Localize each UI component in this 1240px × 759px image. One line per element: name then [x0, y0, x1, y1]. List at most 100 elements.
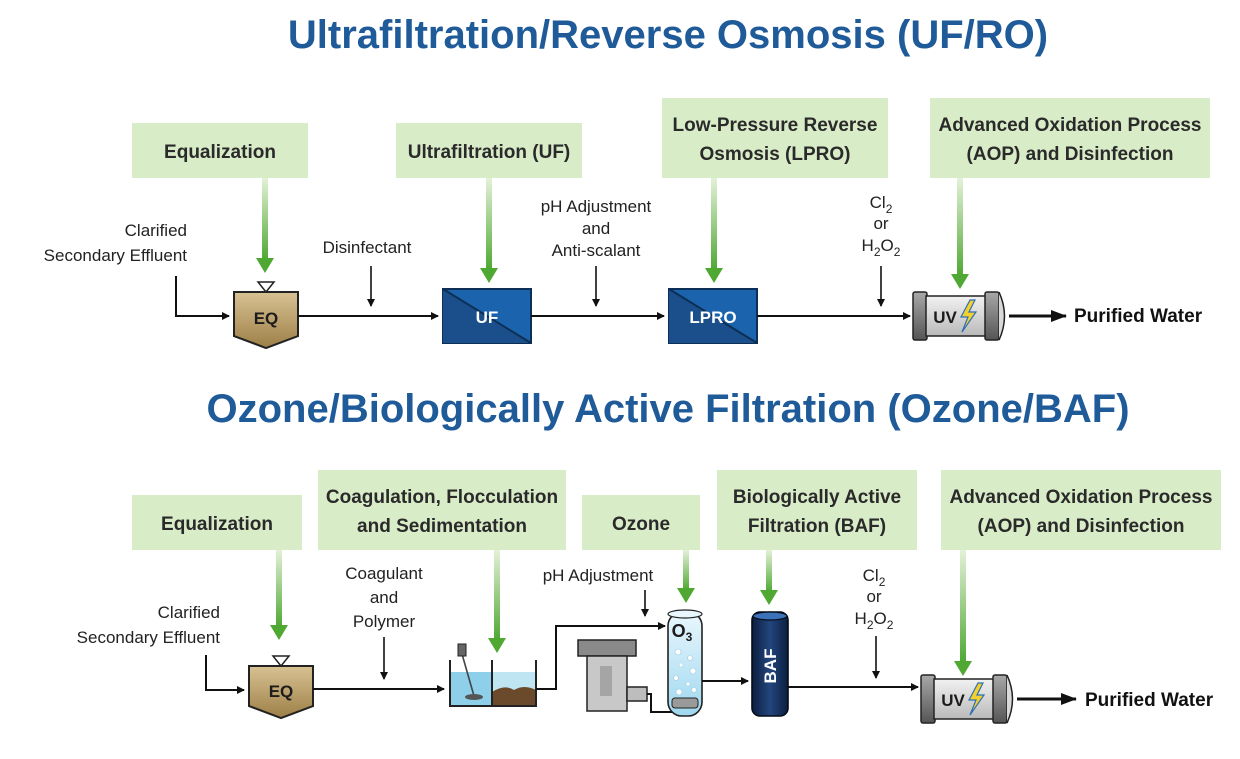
- stage-label: (AOP) and Disinfection: [978, 516, 1185, 537]
- unit-label: EQ: [269, 682, 294, 701]
- additive-label: Anti-scalant: [552, 241, 641, 260]
- green-arrow-icon: [488, 550, 506, 653]
- unit-label: UF: [476, 308, 499, 327]
- lightning-icon: [968, 682, 986, 716]
- stage-box-aop: Advanced Oxidation Process (AOP) and Dis…: [930, 98, 1210, 178]
- svg-text:Cl2: Cl2: [870, 193, 893, 216]
- uv-reactor: UV: [920, 674, 1014, 724]
- flow-line: [205, 655, 245, 694]
- stage-label: (AOP) and Disinfection: [967, 144, 1174, 165]
- additive-label: pH Adjustment: [541, 197, 652, 216]
- additive-label: pH Adjustment: [543, 566, 654, 585]
- uf-unit: UF: [442, 288, 532, 344]
- water-level-icon: [271, 655, 291, 668]
- uv-reactor: UV: [912, 291, 1006, 341]
- unit-label: BAF: [761, 649, 780, 684]
- oxidant-or: or: [873, 214, 888, 233]
- oxidant-sub: 2: [867, 618, 874, 632]
- oxidant-sub: 2: [887, 618, 894, 632]
- stage-label: Ozone: [612, 514, 670, 535]
- output-label: Purified Water: [1074, 306, 1203, 327]
- stage-label: and Sedimentation: [357, 516, 527, 537]
- oxidant-or: or: [866, 587, 881, 606]
- stage-label: Low-Pressure Reverse: [673, 115, 878, 136]
- input-label: Clarified: [158, 603, 220, 622]
- green-arrow-icon: [951, 178, 969, 289]
- svg-text:H2O2: H2O2: [862, 236, 901, 259]
- green-arrow-icon: [480, 178, 498, 283]
- stage-box-equalization: Equalization: [132, 495, 302, 550]
- o3-sub: 3: [686, 630, 693, 644]
- lpro-unit: LPRO: [668, 288, 758, 344]
- additive-label: and: [370, 588, 398, 607]
- baf-column: BAF: [751, 611, 789, 717]
- bubbles-icon: [673, 648, 697, 696]
- o3-o: O: [672, 621, 686, 641]
- gas-feed-line: [647, 693, 680, 713]
- unit-label: LPRO: [689, 308, 736, 327]
- ozone-contactor: O3: [667, 609, 703, 717]
- oxidant-o: O: [881, 236, 894, 255]
- green-arrow-icon: [954, 550, 972, 676]
- svg-text:H2O2: H2O2: [855, 609, 894, 632]
- water-level-icon: [256, 281, 276, 294]
- stage-label: Filtration (BAF): [748, 516, 886, 537]
- mixer-shaft: [461, 653, 475, 697]
- oxidant-sub: 2: [886, 202, 893, 216]
- oxidant-label: Cl2 or H2O2: [862, 193, 901, 259]
- stage-box-aop: Advanced Oxidation Process (AOP) and Dis…: [941, 470, 1221, 550]
- input-label: Secondary Effluent: [77, 628, 221, 647]
- oxidant-sub: 2: [874, 245, 881, 259]
- oxidant-sub: 2: [894, 245, 901, 259]
- additive-label: Coagulant: [345, 564, 423, 583]
- stage-label: Biologically Active: [733, 487, 901, 508]
- oxidant-label: Cl2 or H2O2: [855, 566, 894, 632]
- green-arrow-icon: [256, 178, 274, 273]
- stage-box-lpro: Low-Pressure Reverse Osmosis (LPRO): [662, 98, 888, 178]
- green-arrow-icon: [677, 550, 695, 603]
- oxidant-h: H: [862, 236, 874, 255]
- oxidant-cl: Cl: [863, 566, 879, 585]
- oxidant-sub: 2: [879, 575, 886, 589]
- eq-tank: EQ: [248, 655, 314, 720]
- green-arrow-icon: [270, 550, 288, 640]
- input-label: Secondary Effluent: [44, 246, 188, 265]
- lightning-icon: [960, 299, 978, 333]
- oxidant-h: H: [855, 609, 867, 628]
- additive-label: Disinfectant: [323, 238, 412, 257]
- svg-text:Cl2: Cl2: [863, 566, 886, 589]
- green-arrow-icon: [760, 550, 778, 605]
- flow-line: [175, 276, 230, 320]
- green-arrow-icon: [705, 178, 723, 283]
- eq-tank: EQ: [233, 281, 299, 350]
- coagulation-basin: [449, 643, 537, 707]
- stage-label: Advanced Oxidation Process: [939, 115, 1202, 136]
- stage-label: Coagulation, Flocculation: [326, 487, 558, 508]
- stage-box-baf: Biologically Active Filtration (BAF): [717, 470, 917, 550]
- section-title-uf-ro: Ultrafiltration/Reverse Osmosis (UF/RO): [288, 13, 1048, 57]
- stage-label: Osmosis (LPRO): [700, 144, 851, 165]
- stage-label: Equalization: [164, 142, 276, 163]
- unit-label: O3: [672, 621, 693, 644]
- stage-box-ozone: Ozone: [582, 495, 700, 550]
- unit-label: EQ: [254, 309, 279, 328]
- stage-label: Advanced Oxidation Process: [950, 487, 1213, 508]
- oxidant-o: O: [874, 609, 887, 628]
- section-title-ozone-baf: Ozone/Biologically Active Filtration (Oz…: [206, 387, 1129, 431]
- unit-label: UV: [933, 308, 957, 327]
- stage-label: Equalization: [161, 514, 273, 535]
- stage-box-equalization: Equalization: [132, 123, 308, 178]
- stage-box-coagulation: Coagulation, Flocculation and Sedimentat…: [318, 470, 566, 550]
- output-label: Purified Water: [1085, 690, 1214, 711]
- oxidant-cl: Cl: [870, 193, 886, 212]
- ozone-generator: [577, 639, 648, 712]
- additive-label: Polymer: [353, 612, 416, 631]
- additive-label: and: [582, 219, 610, 238]
- stage-label: Ultrafiltration (UF): [408, 142, 571, 163]
- input-label: Clarified: [125, 221, 187, 240]
- unit-label: UV: [941, 691, 965, 710]
- stage-box-ultrafiltration: Ultrafiltration (UF): [396, 123, 582, 178]
- mixer-impeller-icon: [465, 694, 483, 700]
- flow-line: [536, 622, 666, 690]
